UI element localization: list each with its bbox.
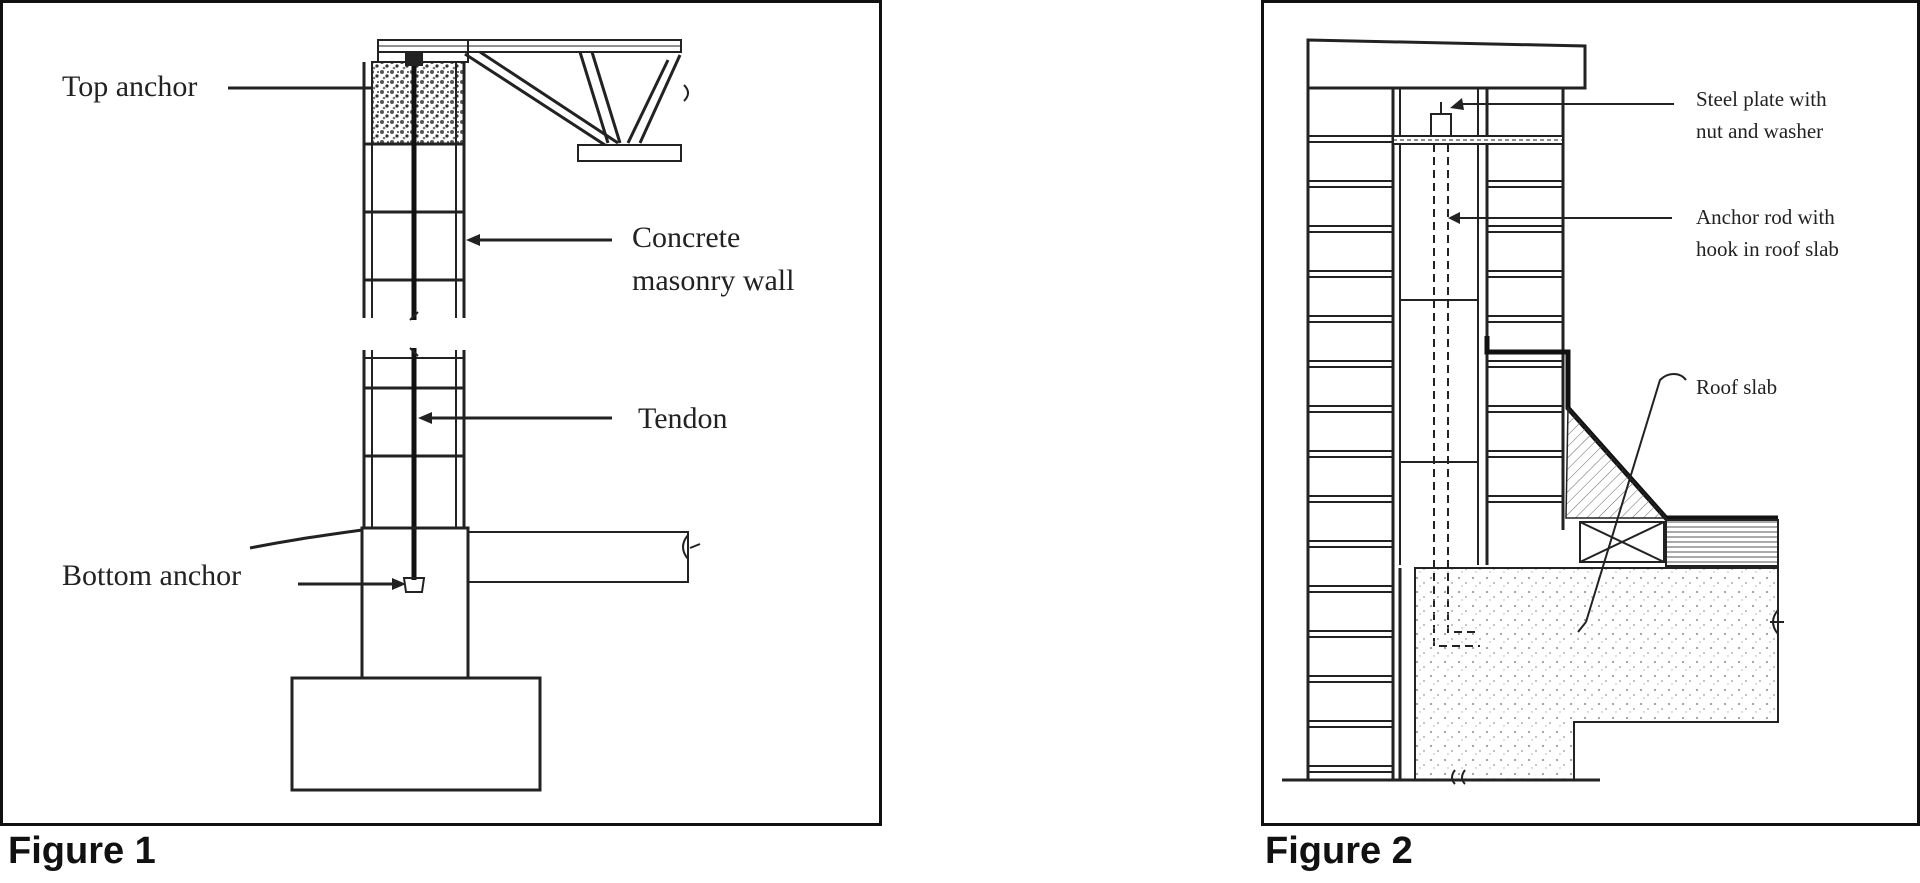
label-roof-slab: Roof slab: [1696, 375, 1777, 399]
grouted-bond-beam: [371, 61, 465, 145]
label-plate-line-2: nut and washer: [1696, 119, 1823, 143]
label-rod-line-2: hook in roof slab: [1696, 237, 1839, 261]
masonry-wall-inner-wythe: [1485, 88, 1565, 565]
grouted-cavity: [1399, 88, 1479, 565]
tendon-rod: [409, 62, 419, 580]
nut-and-washer: [1430, 113, 1452, 137]
roof-insulation: [1665, 519, 1779, 567]
foundation-wall: [249, 526, 701, 680]
label-rod-line-1: Anchor rod with: [1696, 205, 1835, 229]
flashing: [1484, 336, 1778, 521]
figure-1-drawing: Top anchor Concrete masonry wall Tendon …: [62, 39, 794, 792]
figure-1-caption: Figure 1: [8, 830, 156, 872]
masonry-wall-outer-wythe: [1306, 88, 1395, 780]
label-concrete-line-1: Concrete: [632, 221, 740, 254]
label-tendon: Tendon: [638, 402, 728, 435]
roof-truss: [377, 39, 689, 162]
label-bottom-anchor: Bottom anchor: [62, 559, 241, 592]
bottom-anchor-plate: [402, 577, 426, 593]
label-top-anchor: Top anchor: [62, 70, 197, 103]
figure-2-drawing: Steel plate with nut and washer Anchor r…: [1282, 38, 1839, 785]
figure-2-leaders: [1448, 98, 1687, 633]
roof-slab-concrete: [1414, 567, 1779, 781]
figure-1-leaders: [228, 86, 612, 590]
top-anchor-nut: [405, 52, 423, 66]
wood-nailer: [1579, 521, 1665, 563]
footing: [290, 676, 542, 792]
figure-2-caption: Figure 2: [1265, 830, 1413, 872]
cant-strip: [1565, 406, 1668, 519]
label-plate-line-1: Steel plate with: [1696, 87, 1827, 111]
coping-cap: [1306, 38, 1587, 90]
label-concrete-line-2: masonry wall: [632, 264, 794, 297]
